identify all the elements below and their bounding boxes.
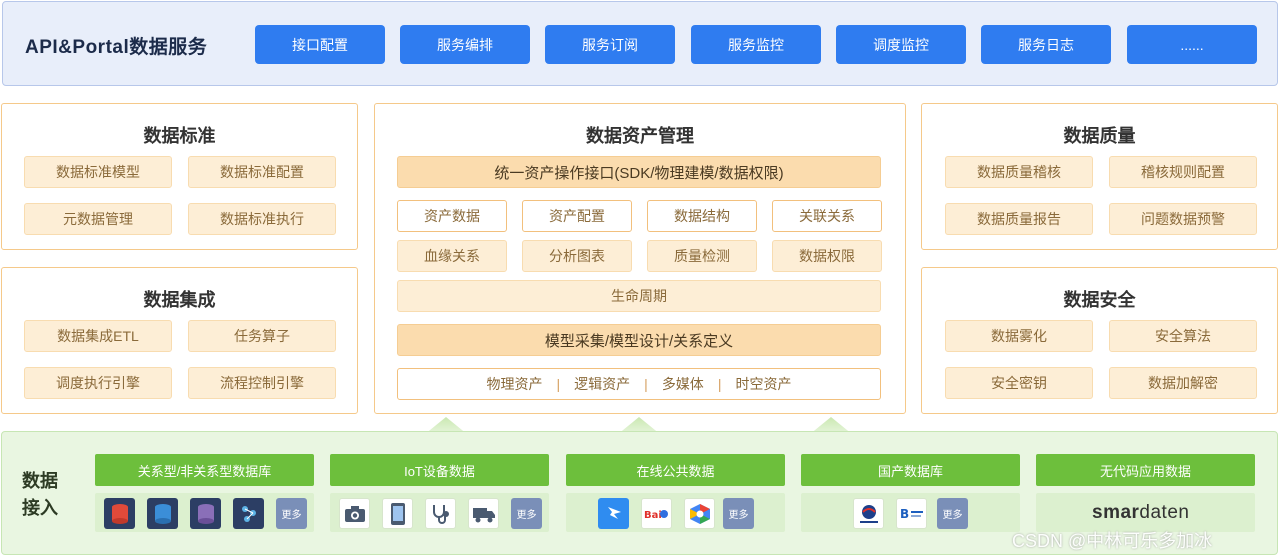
api-service-bar: API&Portal数据服务 接口配置 服务编排 服务订阅 服务监控 调度监控 …	[2, 1, 1278, 86]
separator: |	[644, 376, 648, 392]
chip-lifecycle[interactable]: 生命周期	[397, 280, 881, 312]
group-iot-data[interactable]: IoT设备数据	[330, 454, 549, 486]
more-button[interactable]: 更多	[511, 498, 542, 529]
chip-flow-control-engine[interactable]: 流程控制引擎	[188, 367, 336, 399]
chip-data-structure[interactable]: 数据结构	[647, 200, 757, 232]
group-nocode-data[interactable]: 无代码应用数据	[1036, 454, 1255, 486]
panel-data-security: 数据安全 数据雾化 安全算法 安全密钥 数据加解密	[921, 267, 1278, 414]
api-button-service-log[interactable]: 服务日志	[981, 25, 1111, 64]
svg-text:B: B	[900, 507, 909, 521]
chip-audit-rule-config[interactable]: 稽核规则配置	[1109, 156, 1257, 188]
api-button-interface-config[interactable]: 接口配置	[255, 25, 385, 64]
chip-data-encryption[interactable]: 数据加解密	[1109, 367, 1257, 399]
chip-asset-data[interactable]: 资产数据	[397, 200, 507, 232]
smardaten-bold: smar	[1092, 502, 1140, 523]
oracle-logo-icon[interactable]	[104, 498, 135, 529]
chip-quality-check[interactable]: 质量检测	[647, 240, 757, 272]
smardaten-rest: daten	[1139, 502, 1190, 523]
chip-standard-execution[interactable]: 数据标准执行	[188, 203, 336, 235]
kingbase-logo-icon[interactable]: B	[896, 498, 927, 529]
google-cloud-logo-icon[interactable]	[684, 498, 715, 529]
panel-title: 数据集成	[143, 290, 216, 310]
logo-zone-nocode	[1036, 493, 1255, 532]
chip-schedule-engine[interactable]: 调度执行引擎	[24, 367, 172, 399]
panel-data-quality: 数据质量 数据质量稽核 稽核规则配置 数据质量报告 问题数据预警	[921, 103, 1278, 250]
chip-data-permission[interactable]: 数据权限	[772, 240, 882, 272]
group-relational-db[interactable]: 关系型/非关系型数据库	[95, 454, 314, 486]
tablet-icon[interactable]	[382, 498, 413, 529]
panel-title: 数据安全	[1063, 290, 1136, 310]
more-button[interactable]: 更多	[276, 498, 307, 529]
panel-data-asset-management: 数据资产管理 统一资产操作接口(SDK/物理建模/数据权限) 资产数据 资产配置…	[374, 103, 906, 414]
asset-type-logical[interactable]: 逻辑资产	[574, 376, 631, 392]
asset-type-physical[interactable]: 物理资产	[486, 376, 543, 392]
api-button-schedule-monitor[interactable]: 调度监控	[836, 25, 966, 64]
chip-lineage[interactable]: 血缘关系	[397, 240, 507, 272]
chip-asset-config[interactable]: 资产配置	[522, 200, 632, 232]
svg-text:Bai: Bai	[644, 510, 662, 521]
asset-type-multimedia[interactable]: 多媒体	[661, 376, 704, 392]
chip-standard-model[interactable]: 数据标准模型	[24, 156, 172, 188]
panel-data-standard: 数据标准 数据标准模型 数据标准配置 元数据管理 数据标准执行	[1, 103, 358, 250]
neo4j-logo-icon[interactable]	[233, 498, 264, 529]
panel-title: 数据标准	[143, 126, 216, 146]
truck-icon[interactable]	[468, 498, 499, 529]
separator: |	[556, 376, 561, 392]
api-title: API&Portal数据服务	[25, 37, 208, 58]
access-title: 数据接入	[22, 471, 58, 518]
chip-data-fogging[interactable]: 数据雾化	[945, 320, 1093, 352]
camera-icon[interactable]	[339, 498, 370, 529]
sqlserver-logo-icon[interactable]	[190, 498, 221, 529]
chip-relationship[interactable]: 关联关系	[772, 200, 882, 232]
chip-unified-asset-interface[interactable]: 统一资产操作接口(SDK/物理建模/数据权限)	[397, 156, 881, 188]
chip-quality-audit[interactable]: 数据质量稽核	[945, 156, 1093, 188]
panel-title: 数据质量	[1063, 126, 1136, 146]
api-button-service-orchestration[interactable]: 服务编排	[400, 25, 530, 64]
group-domestic-db[interactable]: 国产数据库	[801, 454, 1020, 486]
dameng-logo-icon[interactable]	[853, 498, 884, 529]
more-button[interactable]: 更多	[723, 498, 754, 529]
separator: |	[717, 376, 722, 392]
dingtalk-logo-icon[interactable]	[598, 498, 629, 529]
chip-model-collection[interactable]: 模型采集/模型设计/关系定义	[397, 324, 881, 356]
baidu-tongji-logo-icon[interactable]: Bai	[641, 498, 672, 529]
chip-integration-etl[interactable]: 数据集成ETL	[24, 320, 172, 352]
more-button[interactable]: 更多	[937, 498, 968, 529]
chip-security-key[interactable]: 安全密钥	[945, 367, 1093, 399]
mysql-logo-icon[interactable]	[147, 498, 178, 529]
chip-task-operator[interactable]: 任务算子	[188, 320, 336, 352]
api-button-service-subscription[interactable]: 服务订阅	[545, 25, 675, 64]
watermark: CSDN @中林可乐多加冰	[1012, 531, 1213, 551]
chip-metadata-management[interactable]: 元数据管理	[24, 203, 172, 235]
chip-analysis-charts[interactable]: 分析图表	[522, 240, 632, 272]
asset-type-spatiotemporal[interactable]: 时空资产	[735, 376, 792, 392]
api-button-service-monitor[interactable]: 服务监控	[691, 25, 821, 64]
stethoscope-icon[interactable]	[425, 498, 456, 529]
smardaten-logo[interactable]: smardaten	[1092, 502, 1189, 524]
panel-data-integration: 数据集成 数据集成ETL 任务算子 调度执行引擎 流程控制引擎	[1, 267, 358, 414]
asset-types-row: 物理资产 | 逻辑资产 | 多媒体 | 时空资产	[397, 368, 881, 400]
chip-security-algorithm[interactable]: 安全算法	[1109, 320, 1257, 352]
panel-title: 数据资产管理	[586, 126, 694, 146]
api-button-more[interactable]: ......	[1127, 25, 1257, 64]
chip-issue-data-alert[interactable]: 问题数据预警	[1109, 203, 1257, 235]
group-online-public-data[interactable]: 在线公共数据	[566, 454, 785, 486]
chip-quality-report[interactable]: 数据质量报告	[945, 203, 1093, 235]
chip-standard-config[interactable]: 数据标准配置	[188, 156, 336, 188]
